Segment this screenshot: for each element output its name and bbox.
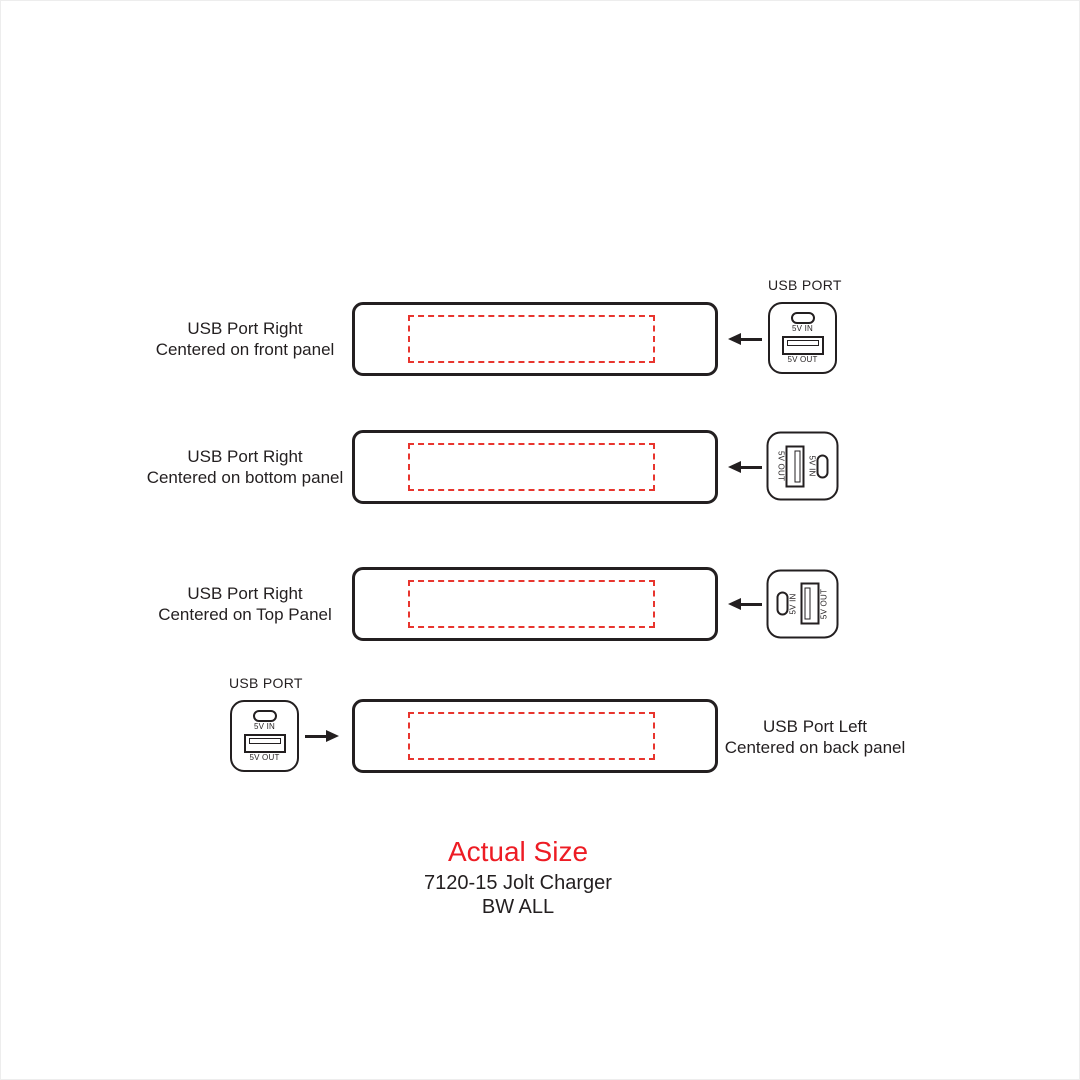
arrow-left-icon [728, 461, 762, 473]
micro-usb-port-icon [776, 592, 789, 616]
arrow-right-icon [305, 730, 339, 742]
port-out-label: 5V OUT [819, 588, 829, 620]
usb-endcap-top: 5V IN 5V OUT [766, 569, 839, 639]
row-back-label: USB Port Left Centered on back panel [715, 716, 915, 758]
arrow-left-icon [728, 598, 762, 610]
usb-endcap-front: 5V IN 5V OUT [768, 302, 837, 374]
micro-usb-port-icon [816, 454, 829, 478]
product-name: 7120-15 Jolt Charger [424, 872, 612, 894]
imprint-area [408, 443, 655, 491]
port-out-label: 5V OUT [787, 355, 818, 364]
bottom-panel-outline [352, 430, 718, 504]
row-front-label-line1: USB Port Right [187, 319, 303, 338]
imprint-area [408, 712, 655, 760]
top-panel-outline [352, 567, 718, 641]
row-front-label: USB Port Right Centered on front panel [140, 318, 350, 360]
usb-port-header: USB PORT [229, 675, 303, 691]
micro-usb-port-icon [790, 312, 815, 324]
usb-a-tongue [786, 340, 819, 346]
row-top-label-line2: Centered on Top Panel [158, 605, 332, 624]
row-top-label: USB Port Right Centered on Top Panel [140, 583, 350, 625]
row-bottom-label-line1: USB Port Right [187, 447, 303, 466]
usb-endcap-bottom: 5V IN 5V OUT [766, 431, 839, 501]
usb-endcap-back: 5V IN 5V OUT [230, 700, 299, 772]
imprint-area [408, 580, 655, 628]
row-bottom-label: USB Port Right Centered on bottom panel [140, 446, 350, 488]
port-in-label: 5V IN [807, 455, 817, 477]
imprint-area [408, 315, 655, 363]
front-panel-outline [352, 302, 718, 376]
usb-a-tongue [248, 738, 281, 744]
port-in-label: 5V IN [791, 324, 813, 333]
row-back-label-line1: USB Port Left [763, 717, 867, 736]
row-top-label-line1: USB Port Right [187, 584, 303, 603]
usb-a-port-icon [781, 336, 824, 355]
usb-a-tongue [804, 588, 811, 620]
row-front-label-line2: Centered on front panel [155, 340, 335, 359]
usb-a-port-icon [785, 445, 805, 487]
row-back-label-line2: Centered on back panel [724, 738, 906, 757]
usb-a-tongue [794, 450, 801, 482]
actual-size-title: Actual Size [447, 836, 589, 867]
footer: Actual Size 7120-15 Jolt Charger BW ALL [358, 836, 678, 919]
usb-a-port-icon [800, 583, 820, 625]
port-out-label: 5V OUT [249, 753, 280, 762]
variant-label: BW ALL [481, 896, 555, 918]
usb-port-header: USB PORT [768, 277, 842, 293]
back-panel-outline [352, 699, 718, 773]
port-in-label: 5V IN [253, 722, 275, 731]
arrow-left-icon [728, 333, 762, 345]
port-in-label: 5V IN [788, 593, 798, 615]
port-out-label: 5V OUT [776, 450, 786, 482]
usb-a-port-icon [243, 734, 286, 753]
row-bottom-label-line2: Centered on bottom panel [146, 468, 344, 487]
micro-usb-port-icon [252, 710, 277, 722]
